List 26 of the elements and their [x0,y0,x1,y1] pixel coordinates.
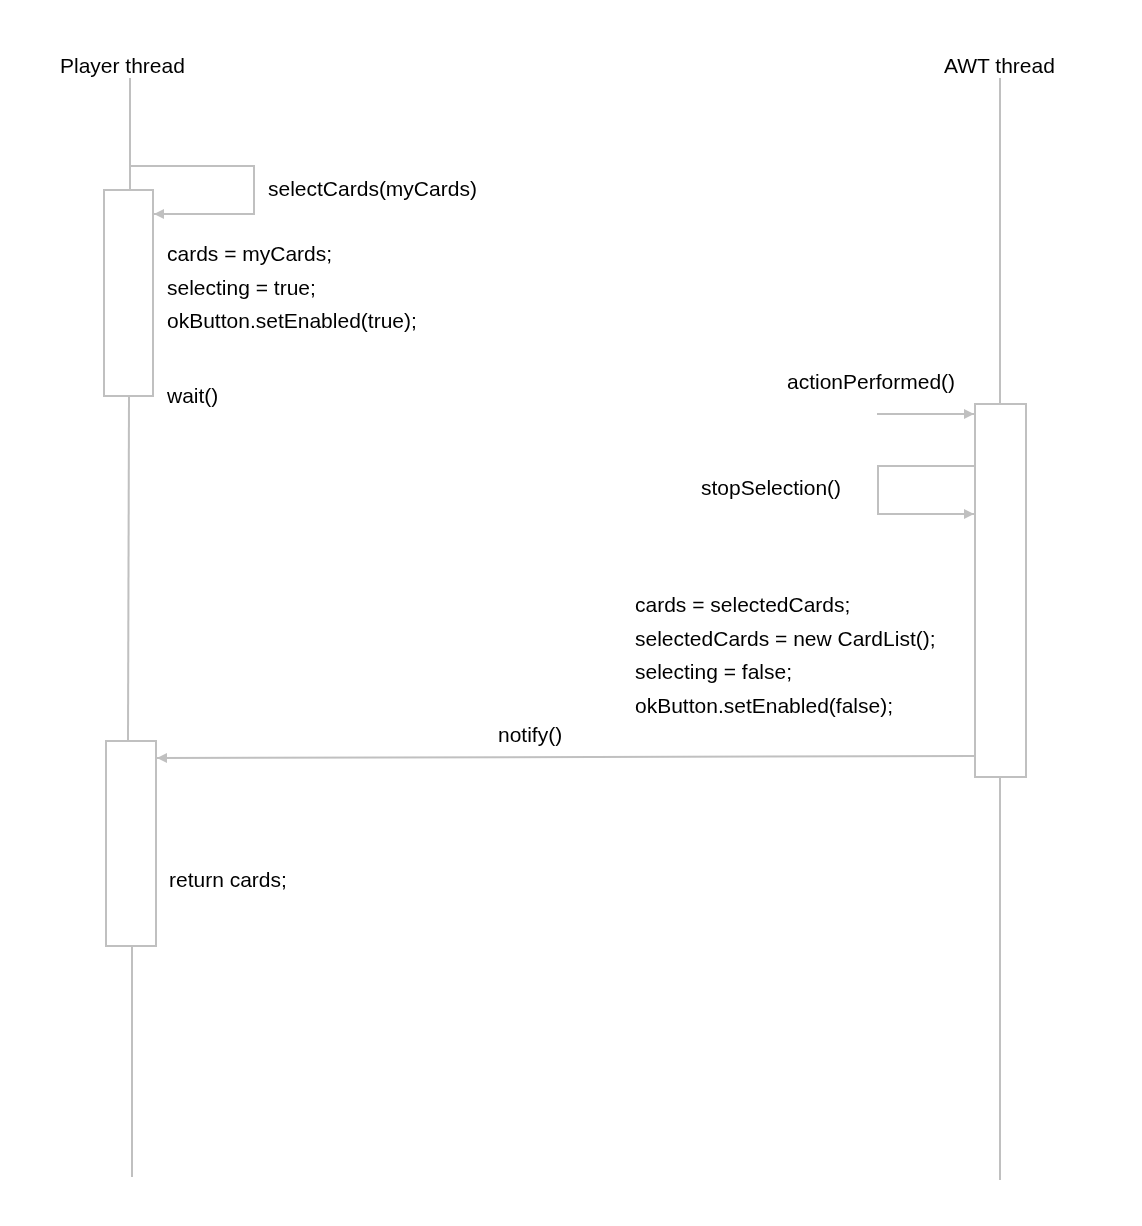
code-text: okButton.setEnabled(true); [167,309,417,333]
activation-bar [974,403,1027,778]
lifeline [999,777,1001,1181]
message-label: notify() [498,723,563,747]
message-arrow [156,753,975,763]
message-label: actionPerformed() [787,370,956,394]
message-label: stopSelection() [701,476,842,500]
message-arrow [877,465,975,519]
message-label: selectCards(myCards) [268,177,477,201]
lifeline [131,946,133,1178]
lifeline-title: Player thread [60,54,185,78]
lifeline-title: AWT thread [944,54,1055,78]
lifeline [127,396,130,741]
lifeline [999,77,1001,404]
code-text: return cards; [169,868,287,892]
message-arrow [129,165,255,219]
code-text: cards = selectedCards; [635,593,851,617]
code-text: cards = myCards; [167,242,333,266]
code-text: selectedCards = new CardList(); [635,627,936,651]
code-text: wait() [167,384,219,408]
activation-bar [103,189,154,397]
code-text: selecting = true; [167,276,316,300]
code-text: selecting = false; [635,660,792,684]
activation-bar [105,740,157,947]
message-arrow [876,409,975,419]
code-text: okButton.setEnabled(false); [635,694,893,718]
